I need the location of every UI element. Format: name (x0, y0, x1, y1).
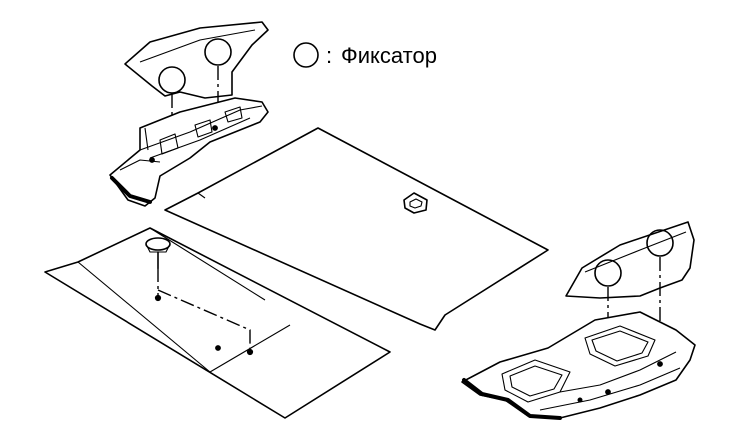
clip-circle-right-2 (646, 229, 674, 257)
clip-circle-icon (293, 42, 319, 68)
clip-circle-left-2 (204, 38, 232, 66)
floor-mat-outline (44, 227, 391, 419)
upper-left-trim-cover (124, 21, 269, 99)
push-clip-head (145, 237, 171, 251)
legend-separator: : (326, 43, 332, 68)
legend: : Фиксатор (293, 42, 437, 68)
floor-board-outline (164, 127, 549, 331)
upper-left-assembly (109, 21, 269, 207)
legend-label: Фиксатор (341, 43, 437, 68)
lower-right-trim-cover (565, 221, 695, 299)
floor-board-handle (403, 192, 428, 214)
lower-right-assembly (461, 221, 696, 420)
center-floor-board (164, 127, 549, 331)
clip-circle-left-1 (158, 66, 186, 94)
clip-circle-right-1 (594, 259, 622, 287)
lower-left-floor-mat (44, 227, 391, 419)
